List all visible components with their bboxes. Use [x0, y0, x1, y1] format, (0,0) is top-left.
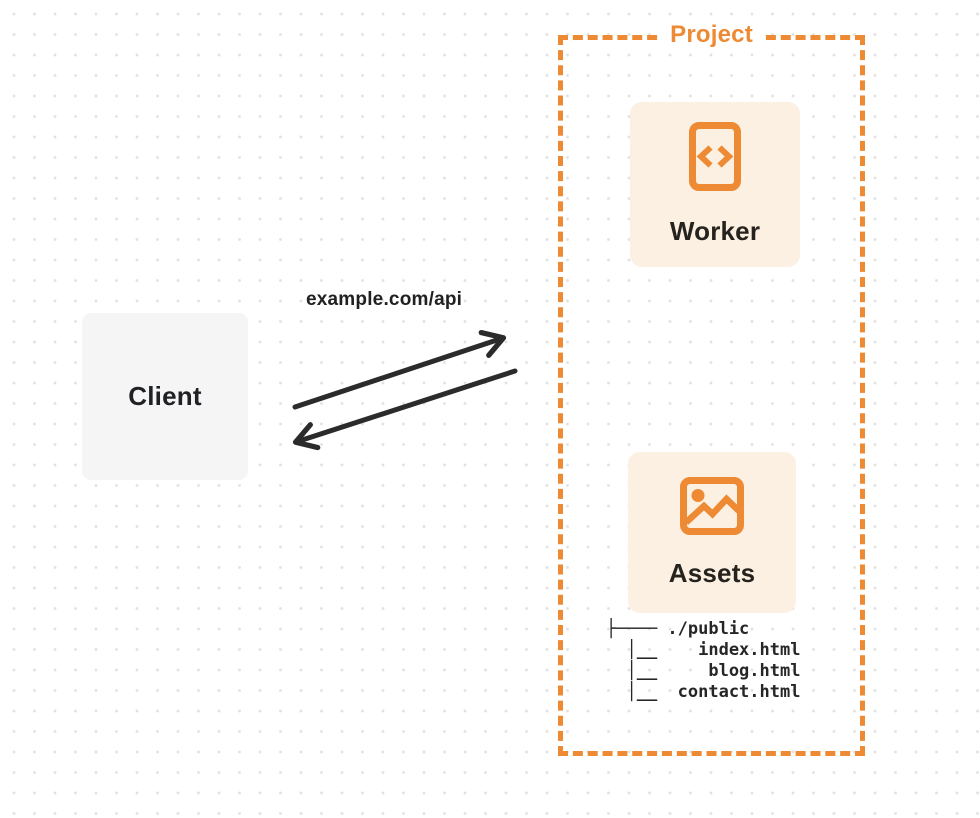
assets-node: Assets: [628, 452, 796, 613]
response-arrow: [296, 368, 518, 442]
assets-file-tree: ├──── ./public │__ index.html │__ blog.h…: [606, 619, 801, 702]
client-node: Client: [82, 313, 248, 480]
image-icon: [680, 476, 744, 535]
request-arrow: [292, 338, 503, 410]
code-file-icon: [689, 122, 741, 191]
project-boundary: Project: [558, 21, 865, 756]
assets-label: Assets: [668, 557, 756, 588]
worker-node: Worker: [630, 102, 800, 267]
request-response-arrows: [292, 315, 518, 465]
client-label: Client: [128, 381, 202, 411]
project-label: Project: [661, 21, 762, 49]
worker-label: Worker: [669, 216, 761, 246]
request-url-label: example.com/api: [306, 289, 463, 310]
